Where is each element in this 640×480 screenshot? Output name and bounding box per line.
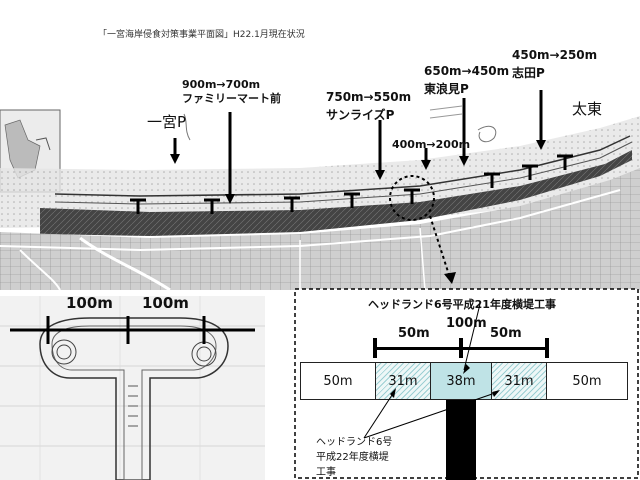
segment-left-outer: 50m <box>300 362 376 400</box>
label-higashinamimi: 650m→450m 東浪見P <box>424 64 510 96</box>
inset-dim-right: 100m <box>142 294 189 312</box>
inset-dim-left: 100m <box>66 294 113 312</box>
label-sunrise: 750m→550m サンライズP <box>326 90 412 122</box>
label-sunrise-sub: 400m→200m <box>392 138 471 151</box>
detail-tick-right <box>545 338 549 358</box>
label-taito: 太東 <box>572 100 603 118</box>
detail-note-line-1: ヘッドランド6号 <box>316 437 393 448</box>
headland-stem <box>446 400 476 480</box>
detail-title: ヘッドランド6号平成21年度横堤工事 <box>368 298 556 311</box>
segment-left-hatched: 31m <box>375 362 431 400</box>
detail-note-line-3: 工事 <box>316 467 336 478</box>
label-family-mart: 900m→700m ファミリーマート前 <box>182 78 281 105</box>
document-title: 「一宮海岸侵食対策事業平面図」H22.1月現在状況 <box>98 30 305 40</box>
detail-note-line-2: 平成22年度横堤 <box>316 452 389 463</box>
segment-right-hatched: 31m <box>491 362 547 400</box>
detail-tick-left <box>373 338 377 358</box>
segment-center: 38m <box>430 362 492 400</box>
detail-dim-left: 50m <box>398 326 430 341</box>
pointer-lines <box>363 303 500 439</box>
detail-tick-center <box>459 338 463 358</box>
inset-drawing <box>0 296 265 480</box>
label-ichinomiya: 一宮P <box>147 113 187 131</box>
segment-right-outer: 50m <box>546 362 628 400</box>
coastline-map <box>0 90 640 290</box>
label-shida: 450m→250m 志田P <box>512 48 598 80</box>
detail-dim-right: 50m <box>490 326 522 341</box>
